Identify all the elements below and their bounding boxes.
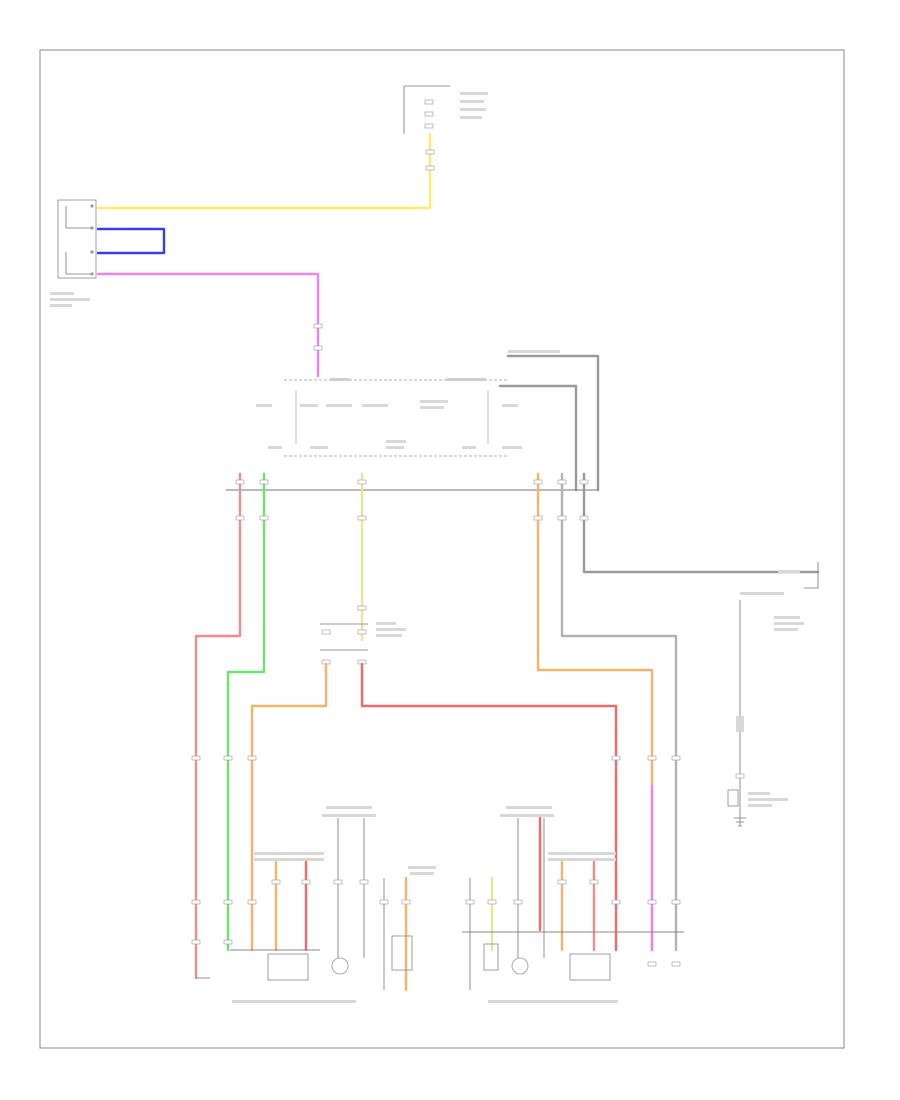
wire-green: [226, 472, 266, 952]
diagram-border: [39, 49, 845, 1049]
right-side-component: [727, 562, 819, 827]
wire-yellow: [96, 132, 432, 210]
wire-orange-left: [250, 662, 328, 952]
wire-gray-right: [582, 472, 820, 574]
left-seat-heater: [232, 806, 376, 1003]
wire-gray-vert: [560, 472, 678, 952]
wire-blue: [96, 227, 166, 255]
lower-connectors: [191, 755, 681, 967]
bus-connectors: [235, 479, 589, 521]
wire-gray-outer: [506, 354, 600, 492]
wire-pink: [194, 472, 242, 980]
wire-magenta-top: [96, 272, 320, 378]
wire-gray-upper: [498, 384, 578, 492]
wire-red: [360, 662, 618, 952]
junction-block: [320, 605, 406, 665]
fuse-block: [403, 85, 488, 134]
center-component: [379, 866, 436, 992]
left-switch: [50, 199, 97, 307]
right-seat-heater: [465, 806, 618, 1003]
selector-switch: [256, 378, 522, 457]
